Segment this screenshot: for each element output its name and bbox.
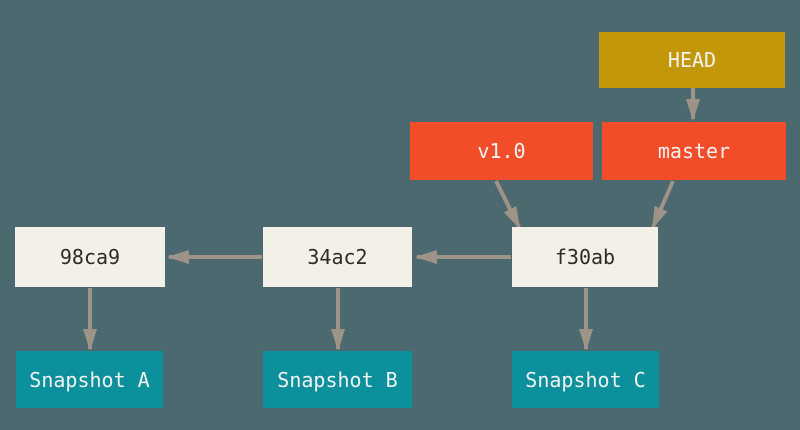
snapshot-c-label: Snapshot C	[525, 367, 646, 392]
commit-34ac2-box: 34ac2	[263, 227, 412, 287]
head-ref-label: HEAD	[667, 48, 717, 72]
commit-f30ab-box: f30ab	[512, 227, 658, 287]
arrow-master-to-f30ab	[651, 180, 675, 229]
snapshot-b-box: Snapshot B	[263, 351, 412, 408]
branch-master-label: master	[657, 139, 731, 163]
branch-master-box: master	[602, 122, 786, 180]
head-ref-box: HEAD	[599, 32, 785, 88]
commit-f30ab-label: f30ab	[554, 245, 616, 269]
snapshot-c-box: Snapshot C	[512, 351, 659, 408]
snapshot-a-box: Snapshot A	[16, 351, 163, 408]
commit-34ac2-label: 34ac2	[307, 245, 368, 269]
snapshot-a-label: Snapshot A	[29, 367, 150, 392]
snapshot-b-label: Snapshot B	[277, 367, 398, 392]
tag-v1.0-label: v1.0	[477, 139, 526, 163]
commit-98ca9-label: 98ca9	[59, 245, 121, 269]
commit-98ca9-box: 98ca9	[15, 227, 165, 287]
arrow-v1-to-f30ab	[494, 180, 521, 229]
tag-v1.0-box: v1.0	[410, 122, 593, 180]
